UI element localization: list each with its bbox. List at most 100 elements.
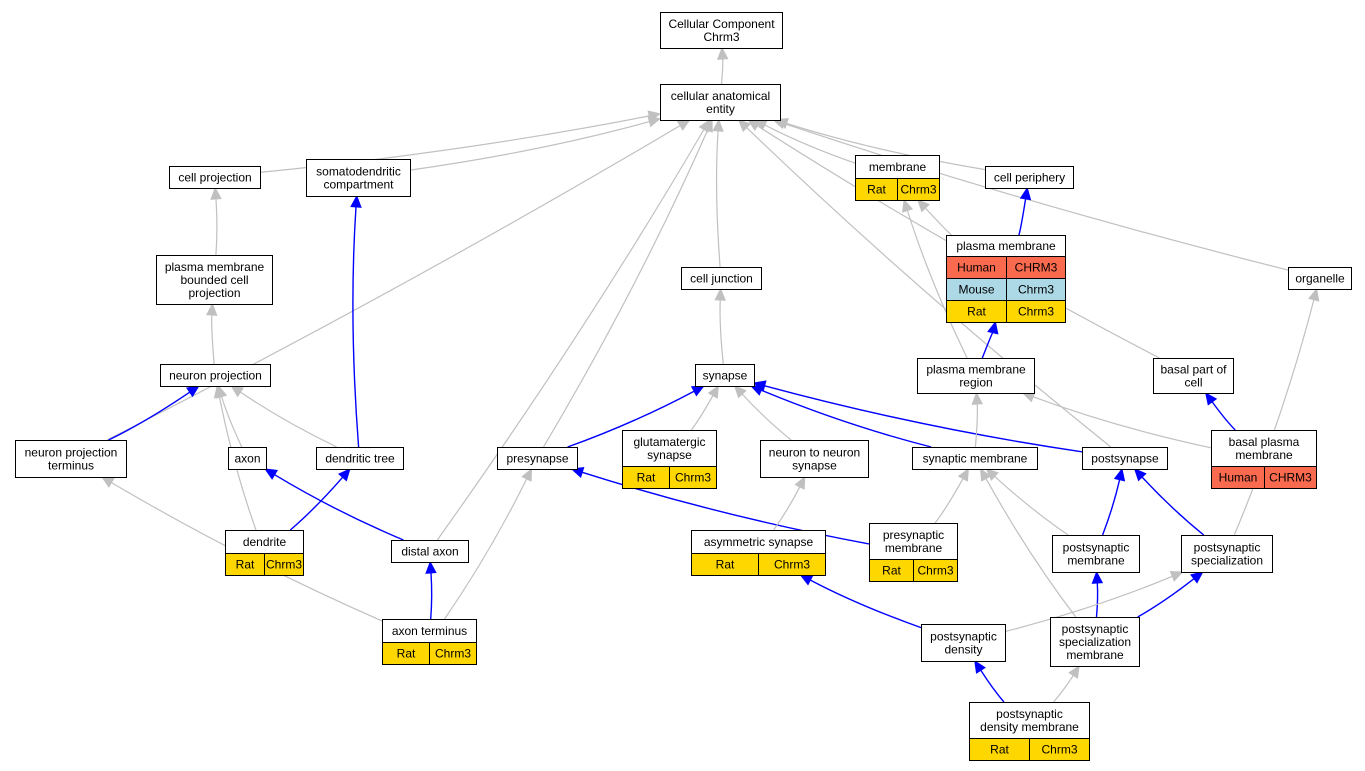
edge-line (274, 474, 404, 541)
species-name: Rat (990, 743, 1009, 757)
node-label: cell (1184, 376, 1202, 390)
node-label: plasma membrane (956, 239, 1056, 253)
edge-arrowhead (752, 380, 767, 392)
node-label: region (959, 376, 992, 390)
node-label: postsynaptic (996, 707, 1063, 721)
node-neuronproj[interactable]: neuron projection (160, 364, 271, 387)
node-label: synapse (647, 448, 692, 462)
node-celljunc[interactable]: cell junction (681, 267, 762, 290)
node-box (660, 84, 781, 121)
edge-arrowhead (337, 468, 351, 482)
gene-symbol: Chrm3 (266, 558, 302, 572)
species-name: Rat (967, 305, 986, 319)
node-cellper[interactable]: cell periphery (985, 166, 1074, 189)
node-box (912, 447, 1038, 470)
node-label: membrane (885, 541, 943, 555)
gene-symbol: Chrm3 (1018, 305, 1054, 319)
node-label: synapse (792, 459, 837, 473)
node-box (156, 255, 273, 305)
edge-basalpm-to-basalpart (1204, 392, 1236, 431)
edge-line (1032, 396, 1212, 449)
node-presyn[interactable]: presynapse (497, 447, 578, 470)
node-box (228, 447, 267, 470)
node-label: postsynaptic (1194, 541, 1261, 555)
edge-pssm-to-synmem (980, 467, 1077, 618)
edge-line (1101, 479, 1121, 536)
node-box (985, 166, 1074, 189)
edge-line (764, 385, 1083, 453)
edge-line (764, 124, 856, 164)
edge-line (211, 314, 215, 365)
edge-synmem-to-synapse (749, 385, 932, 448)
node-dendtree[interactable]: dendritic tree (316, 447, 404, 470)
edge-arrowhead (917, 199, 931, 213)
edge-line (1004, 575, 1173, 633)
edge-postsyn-to-synapse (752, 380, 1083, 453)
edge-line (720, 58, 724, 85)
edge-line (719, 299, 724, 365)
edge-line (1233, 299, 1315, 536)
edge-dendrite-to-dendtree (289, 468, 351, 531)
edge-pmregion-to-pm (981, 320, 999, 359)
edge-arrowhead (213, 384, 226, 399)
node-box (660, 12, 783, 49)
node-label: bounded cell (180, 273, 248, 287)
edge-arrowhead (1133, 468, 1147, 482)
edge-arrowhead (1169, 571, 1184, 582)
node-cellproj[interactable]: cell projection (169, 166, 261, 189)
node-label: dendrite (243, 535, 287, 549)
edge-arrowhead (714, 287, 726, 301)
edge-line (1018, 198, 1027, 236)
node-label: compartment (323, 178, 394, 192)
node-label: Cellular Component (668, 17, 775, 31)
edge-arrowhead (712, 118, 724, 132)
edge-pmregion-to-membrane (902, 198, 968, 359)
edge-arrowhead (210, 186, 222, 200)
node-organelle[interactable]: organelle (1288, 267, 1352, 290)
edge-arrowhead (980, 467, 992, 482)
edge-arrowhead (690, 385, 705, 397)
edge-arrowhead (1068, 664, 1080, 679)
node-axon[interactable]: axon (228, 447, 267, 470)
node-synapse[interactable]: synapse (695, 364, 755, 387)
edge-arrowhead (186, 385, 200, 398)
node-distalaxon[interactable]: distal axon (391, 540, 469, 563)
edge-arrowhead (1204, 392, 1218, 406)
node-postsyn[interactable]: postsynapse (1082, 447, 1168, 470)
species-name: Rat (397, 647, 416, 661)
node-synmem[interactable]: synaptic membrane (912, 447, 1038, 470)
node-label: Chrm3 (703, 30, 739, 44)
edge-pmbcp-to-cellproj (210, 186, 222, 256)
edge-line (746, 127, 1112, 448)
node-label: synapse (703, 369, 748, 383)
edge-arrowhead (100, 476, 115, 488)
node-label: cell projection (178, 171, 251, 185)
edge-psd-to-asymsyn (799, 574, 922, 629)
